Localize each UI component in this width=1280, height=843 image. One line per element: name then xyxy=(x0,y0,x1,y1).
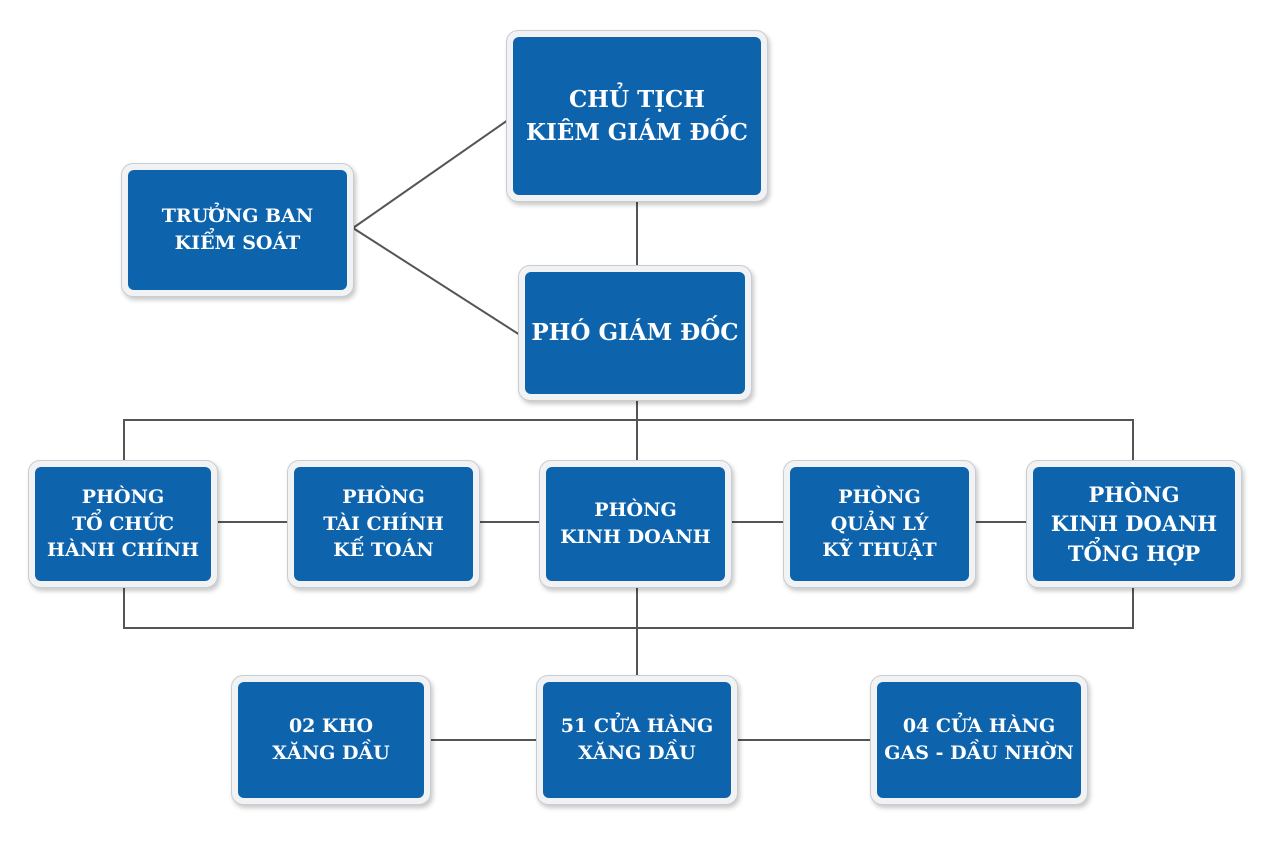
node-chairman-line1: CHỦ TỊCH xyxy=(568,85,705,113)
node-fuel-stores: 51 CỬA HÀNG XĂNG DẦU xyxy=(536,675,738,805)
node-dept-general-business-line2: KINH DOANH xyxy=(1050,511,1218,537)
node-dept-general-business-line3: TỔNG HỢP xyxy=(1067,540,1201,566)
node-dept-admin: PHÒNG TỔ CHỨC HÀNH CHÍNH xyxy=(28,460,218,588)
node-fuel-stores-line2: XĂNG DẦU xyxy=(578,742,696,764)
connector-supervisor-chairman xyxy=(352,119,509,229)
node-gas-stores: 04 CỬA HÀNG GAS - DẦU NHỜN xyxy=(870,675,1088,805)
node-dept-technical-line2: QUẢN LÝ xyxy=(830,512,929,535)
node-dept-finance-line2: TÀI CHÍNH xyxy=(323,512,444,535)
node-warehouses-line2: XĂNG DẦU xyxy=(272,742,390,764)
node-dept-finance-line3: KẾ TOÁN xyxy=(333,539,434,562)
node-dept-business: PHÒNG KINH DOANH xyxy=(539,460,732,588)
node-dept-admin-line2: TỔ CHỨC xyxy=(71,512,175,535)
node-warehouses: 02 KHO XĂNG DẦU xyxy=(231,675,431,805)
node-deputy-director-line1: PHÓ GIÁM ĐỐC xyxy=(531,319,739,347)
node-chairman-line2: KIÊM GIÁM ĐỐC xyxy=(526,119,748,146)
node-supervisor-line1: TRƯỞNG BAN xyxy=(161,205,314,228)
node-fuel-stores-line1: 51 CỬA HÀNG xyxy=(560,715,714,738)
department-bottom-bus xyxy=(123,586,1134,629)
node-dept-general-business: PHÒNG KINH DOANH TỔNG HỢP xyxy=(1026,460,1242,588)
node-dept-technical-line3: KỸ THUẬT xyxy=(822,539,937,562)
node-chairman: CHỦ TỊCH KIÊM GIÁM ĐỐC xyxy=(506,30,768,202)
node-warehouses-line1: 02 KHO xyxy=(288,715,374,738)
node-dept-finance: PHÒNG TÀI CHÍNH KẾ TOÁN xyxy=(287,460,480,588)
node-gas-stores-line1: 04 CỬA HÀNG xyxy=(902,715,1056,738)
node-dept-finance-line1: PHÒNG xyxy=(342,486,425,509)
department-top-bus xyxy=(123,419,1134,462)
node-dept-technical-line1: PHÒNG xyxy=(838,486,921,509)
node-deputy-director: PHÓ GIÁM ĐỐC xyxy=(518,265,752,401)
node-dept-general-business-line1: PHÒNG xyxy=(1088,481,1180,507)
node-gas-stores-line2: GAS - DẦU NHỜN xyxy=(884,742,1074,764)
node-dept-business-line2: KINH DOANH xyxy=(560,526,711,548)
node-dept-admin-line3: HÀNH CHÍNH xyxy=(47,539,199,562)
node-supervisor-line2: KIỂM SOÁT xyxy=(174,232,301,254)
node-dept-business-line1: PHÒNG xyxy=(594,499,677,522)
node-dept-admin-line1: PHÒNG xyxy=(81,486,165,509)
connector-supervisor-deputy xyxy=(352,227,521,336)
node-dept-technical: PHÒNG QUẢN LÝ KỸ THUẬT xyxy=(783,460,976,588)
node-supervisor: TRƯỞNG BAN KIỂM SOÁT xyxy=(121,163,354,297)
